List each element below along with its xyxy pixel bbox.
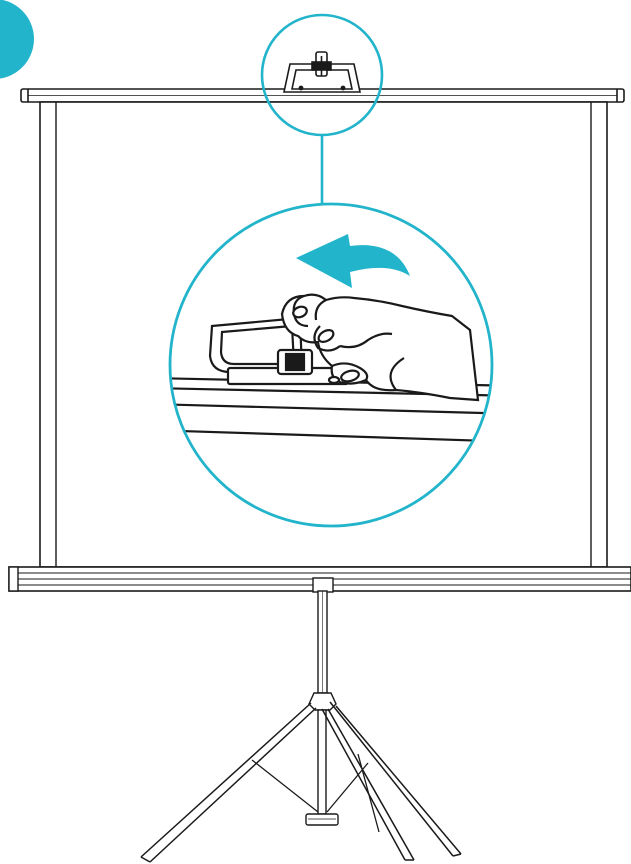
rotate-arrow-icon	[296, 234, 410, 288]
step-marker-circle	[0, 0, 34, 79]
tripod-legs	[140, 701, 462, 863]
bottom-bar	[8, 566, 631, 593]
handle-small-icon	[283, 51, 361, 93]
handle-callout-small	[260, 13, 384, 137]
center-pole	[305, 590, 339, 826]
handle-callout-large	[168, 202, 494, 528]
hand	[280, 293, 480, 402]
step-marker	[0, 0, 34, 79]
